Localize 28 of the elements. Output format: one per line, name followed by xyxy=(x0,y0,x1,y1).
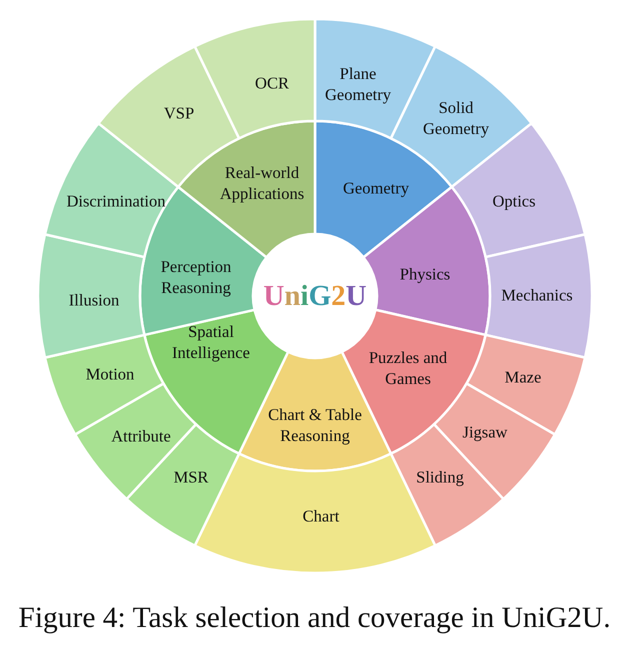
segment-label: Plane Geometry xyxy=(324,63,392,105)
segment-label: Illusion xyxy=(68,290,120,310)
segment-label: Maze xyxy=(504,366,542,388)
segment-label: Motion xyxy=(86,364,134,384)
segment-label: Real-world Applications xyxy=(218,162,306,204)
segment-label: Puzzles and Games xyxy=(368,347,448,389)
segment-label: Optics xyxy=(492,190,536,212)
inner-ring-segment xyxy=(177,120,316,259)
segment-label: Solid Geometry xyxy=(422,97,490,139)
figure-caption: Figure 4: Task selection and coverage in UniG2U. xyxy=(18,601,611,636)
segment-label: Mechanics xyxy=(501,284,573,306)
center-title: UniG2U xyxy=(263,280,367,312)
segment-label: Sliding xyxy=(416,466,464,488)
segment-label: Chart & Table Reasoning xyxy=(267,404,363,446)
segment-label: Chart xyxy=(302,506,340,526)
outer-ring-segment xyxy=(484,233,593,359)
segment-label: Physics xyxy=(400,264,450,284)
segment-label: Perception Reasoning xyxy=(160,256,232,298)
segment-label: Jigsaw xyxy=(462,422,508,442)
segment-label: MSR xyxy=(174,466,208,488)
outer-ring-segment xyxy=(193,18,316,140)
segment-label: Spatial Intelligence xyxy=(171,321,251,363)
segment-label: OCR xyxy=(255,72,289,94)
segment-label: VSP xyxy=(164,102,194,124)
segment-label: Attribute xyxy=(111,426,171,446)
segment-label: Geometry xyxy=(343,178,409,198)
segment-label: Discrimination xyxy=(66,190,166,212)
outer-ring-segment xyxy=(37,233,146,359)
